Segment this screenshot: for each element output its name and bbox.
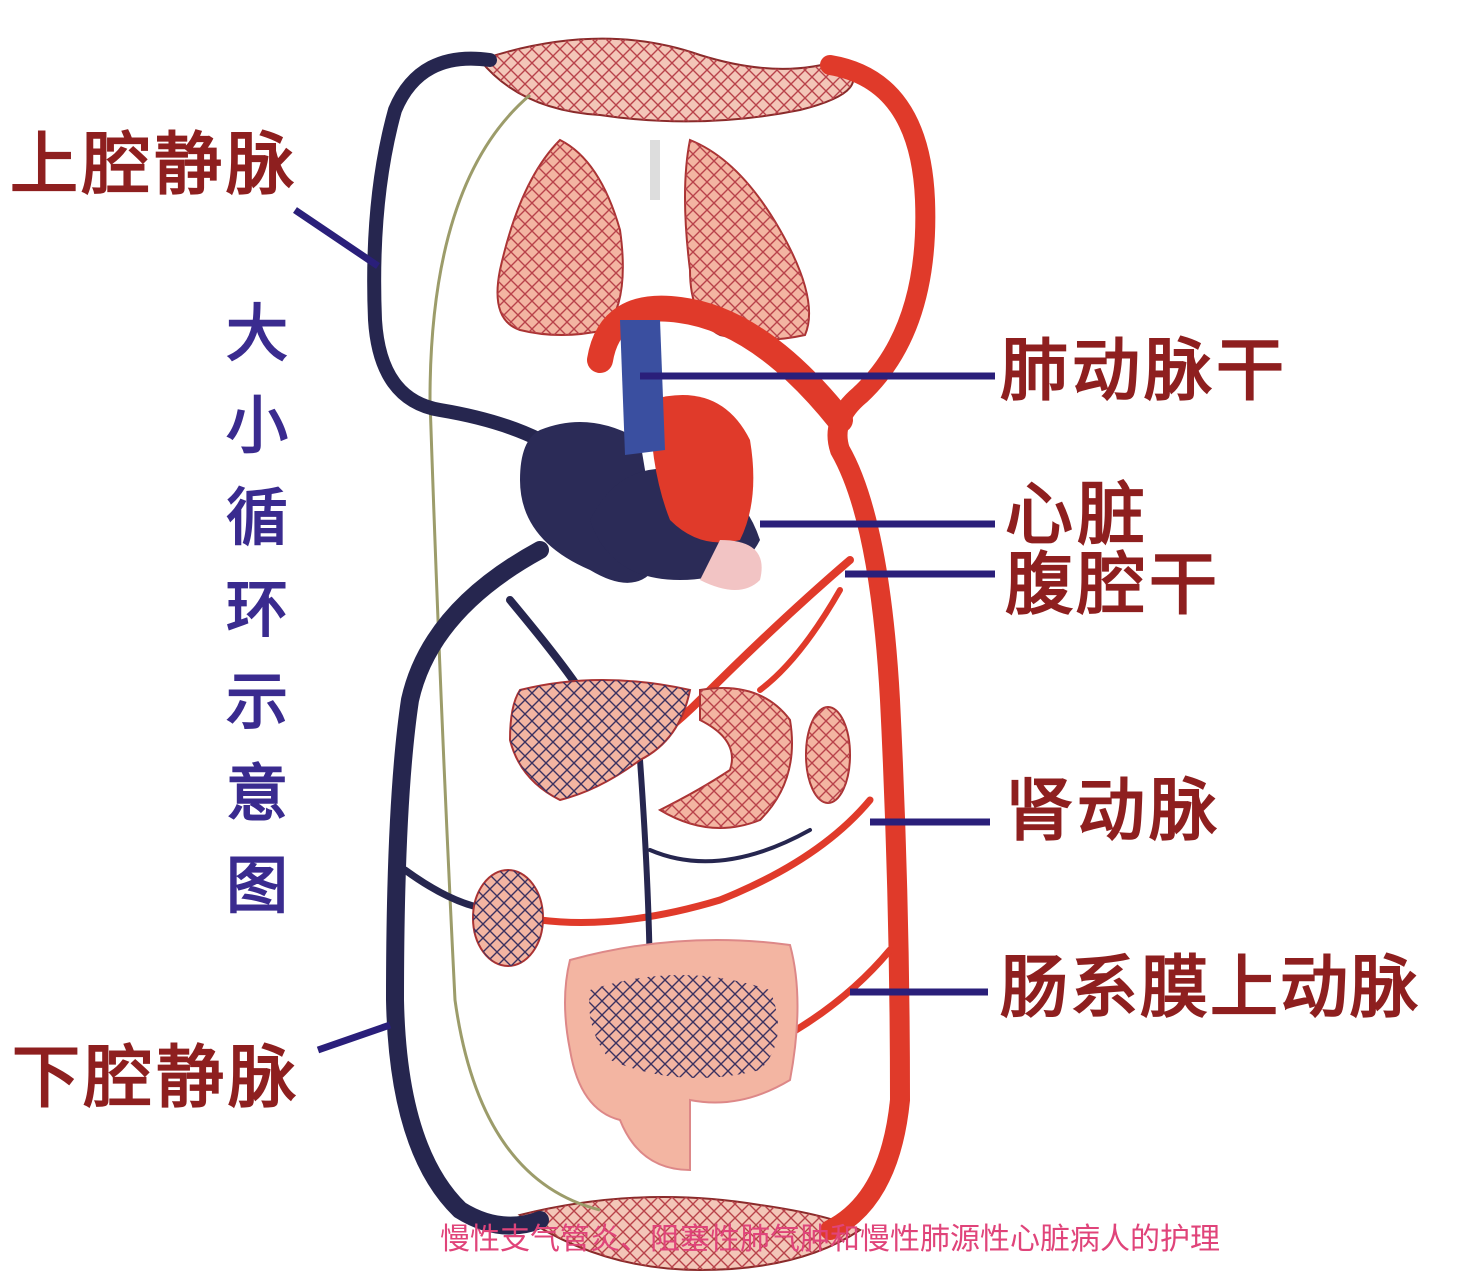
abdominal-organs bbox=[473, 680, 850, 1170]
diagram-title-vertical: 大小循环示意图 bbox=[222, 288, 292, 932]
heart bbox=[520, 320, 762, 590]
label-renal-artery: 肾动脉 bbox=[1005, 778, 1221, 846]
label-superior-vena-cava: 上腔静脉 bbox=[10, 132, 298, 200]
label-pulmonary-trunk: 肺动脉干 bbox=[1000, 338, 1288, 406]
label-inferior-vena-cava: 下腔静脉 bbox=[12, 1045, 300, 1113]
label-heart: 心脏 bbox=[1005, 482, 1149, 550]
label-celiac-trunk: 腹腔干 bbox=[1005, 552, 1221, 620]
footer-caption: 慢性支气管炎、阻塞性肺气肿和慢性肺源性心脏病人的护理 bbox=[420, 1222, 1240, 1258]
upper-body-capillaries bbox=[480, 39, 853, 122]
label-superior-mesenteric-artery: 肠系膜上动脉 bbox=[1000, 955, 1420, 1023]
